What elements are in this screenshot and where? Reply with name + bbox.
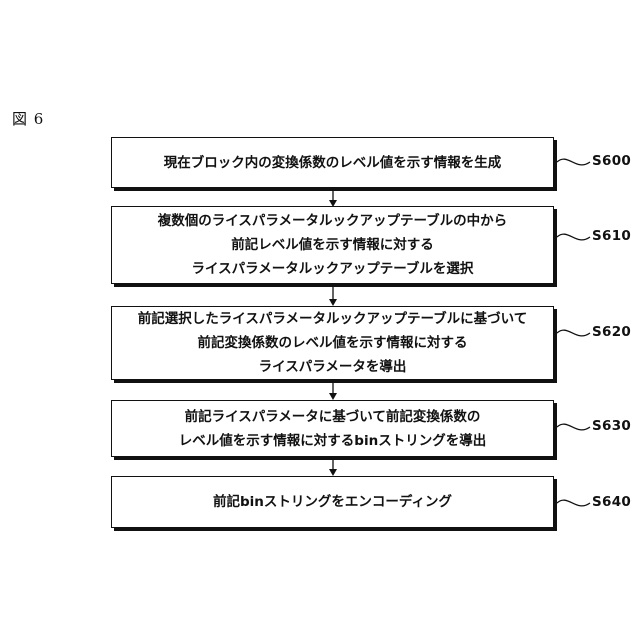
leader-curve-s630 xyxy=(557,424,590,430)
figure-label: 図 6 xyxy=(12,108,44,129)
step-code-s610: S610 xyxy=(592,228,631,244)
arrowhead-3 xyxy=(329,393,337,400)
step-text: 現在ブロック内の変換係数のレベル値を示す情報を生成 xyxy=(164,151,502,175)
step-box-s630: 前記ライスパラメータに基づいて前記変換係数の レベル値を示す情報に対するbinス… xyxy=(111,400,554,457)
step-text: レベル値を示す情報に対するbinストリングを導出 xyxy=(179,429,486,453)
step-box-s640: 前記binストリングをエンコーディング xyxy=(111,476,554,528)
leader-curve-s610 xyxy=(557,234,590,240)
leader-curve-s640 xyxy=(557,500,590,506)
step-code-s600: S600 xyxy=(592,153,631,169)
step-text: 前記binストリングをエンコーディング xyxy=(213,490,452,514)
step-text: 複数個のライスパラメータルックアップテーブルの中から xyxy=(158,209,507,233)
step-code-s630: S630 xyxy=(592,418,631,434)
step-box-s620: 前記選択したライスパラメータルックアップテーブルに基づいて 前記変換係数のレベル… xyxy=(111,306,554,380)
step-text: 前記ライスパラメータに基づいて前記変換係数の xyxy=(185,405,481,429)
step-text: ライスパラメータを導出 xyxy=(259,355,407,379)
step-text: 前記変換係数のレベル値を示す情報に対する xyxy=(198,331,468,355)
arrowhead-4 xyxy=(329,469,337,476)
leader-curve-s600 xyxy=(557,159,590,165)
step-text: 前記レベル値を示す情報に対する xyxy=(231,233,434,257)
step-code-s640: S640 xyxy=(592,494,631,510)
step-code-s620: S620 xyxy=(592,324,631,340)
step-text: 前記選択したライスパラメータルックアップテーブルに基づいて xyxy=(138,307,527,331)
arrowhead-2 xyxy=(329,299,337,306)
step-box-s610: 複数個のライスパラメータルックアップテーブルの中から 前記レベル値を示す情報に対… xyxy=(111,206,554,284)
step-text: ライスパラメータルックアップテーブルを選択 xyxy=(192,257,474,281)
leader-curve-s620 xyxy=(557,330,590,336)
step-box-s600: 現在ブロック内の変換係数のレベル値を示す情報を生成 xyxy=(111,137,554,188)
